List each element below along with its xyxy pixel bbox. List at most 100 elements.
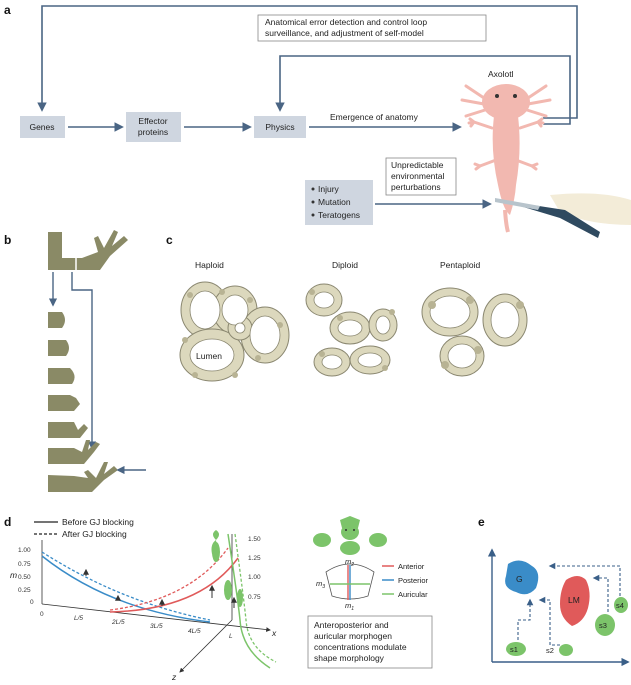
caption-line4: shape morphology	[314, 653, 385, 663]
limb-arrow-2	[71, 272, 97, 450]
posterior-curve-after	[41, 551, 211, 621]
haploid-label: Haploid	[195, 260, 224, 270]
effector-line1: Effector	[138, 116, 167, 126]
y-tick: 0	[30, 599, 34, 606]
head-schematic	[325, 563, 375, 600]
effector-line2: proteins	[138, 127, 168, 137]
perturbation-box	[305, 180, 373, 225]
panel-e: e G LM s1 s2 s3 s4	[478, 515, 630, 667]
z-axis-label: z	[171, 672, 177, 682]
x-tick: 0	[40, 611, 44, 618]
m1-label: m1	[345, 601, 354, 612]
legend-before: Before GJ blocking	[62, 517, 134, 527]
limb-stage	[48, 395, 80, 411]
genes-box	[20, 116, 65, 138]
emergence-label: Emergence of anatomy	[330, 112, 419, 122]
unpredictable-line1: Unpredictable	[391, 160, 444, 170]
axolotl-illustration	[460, 84, 552, 233]
shift-arrows	[83, 568, 237, 608]
unpredictable-line2: environmental	[391, 171, 445, 181]
limb-stage	[48, 368, 75, 384]
limb-stage	[48, 422, 88, 438]
surveillance-line1: Anatomical error detection and control l…	[265, 17, 427, 27]
limb-stage	[48, 440, 100, 464]
posterior-label: Posterior	[398, 576, 429, 585]
y-tick: 0.50	[18, 574, 31, 581]
G-region	[505, 560, 539, 595]
effector-box	[126, 112, 181, 142]
x-tick: 3L/5	[150, 623, 163, 630]
s2-region	[559, 644, 573, 656]
panel-d-letter: d	[4, 515, 11, 529]
s3-region	[595, 614, 615, 636]
auricular-label: Auricular	[398, 590, 428, 599]
G-label: G	[516, 574, 523, 584]
right-tick: 0.75	[248, 594, 261, 601]
y-axis-label: m	[10, 570, 17, 580]
limb-final	[48, 462, 118, 492]
pentaploid-label: Pentaploid	[440, 260, 480, 270]
limb-top	[48, 230, 128, 270]
unpredictable-box	[385, 157, 457, 196]
caption-box	[307, 615, 433, 669]
legend-after: After GJ blocking	[62, 529, 127, 539]
s4-label: s4	[616, 601, 624, 610]
caption-line3: concentrations modulate	[314, 642, 407, 652]
panel-e-letter: e	[478, 515, 485, 529]
unpredictable-line3: perturbations	[391, 182, 441, 192]
perturbation-item: Mutation	[318, 197, 351, 207]
caption-line2: auricular morphogen	[314, 631, 392, 641]
y-tick: 0.75	[18, 561, 31, 568]
x-tick: 2L/5	[111, 619, 125, 626]
perturbation-list: Injury Mutation Teratogens	[311, 184, 360, 220]
m2-label: m2	[345, 557, 354, 568]
anterior-curve-after	[109, 547, 229, 611]
x-tick: 4L/5	[188, 628, 201, 635]
physics-label: Physics	[265, 122, 294, 132]
panel-b-letter: b	[4, 233, 11, 247]
surveillance-line2: surveillance, and adjustment of self-mod…	[265, 28, 424, 38]
y-tick: 1.00	[18, 547, 31, 554]
perturbation-item: Teratogens	[318, 210, 360, 220]
right-tick: 1.00	[248, 574, 261, 581]
perturbation-item: Injury	[318, 184, 340, 194]
right-tick: 1.50	[248, 536, 261, 543]
m3-label: m3	[316, 579, 325, 590]
x-tick: L	[229, 633, 233, 640]
limb-stage	[48, 340, 69, 356]
e-dashed-paths	[517, 562, 621, 646]
outer-feedback-arrow	[37, 5, 578, 119]
LM-region	[560, 576, 590, 626]
physics-box	[254, 116, 306, 138]
right-tick: 1.25	[248, 555, 261, 562]
auricular-curve-after	[234, 533, 277, 663]
panel-a: a Anatomical error detection and control…	[4, 3, 631, 238]
s4-region	[614, 597, 628, 613]
panel-a-letter: a	[4, 3, 11, 17]
LM-label: LM	[568, 595, 580, 605]
s1-label: s1	[510, 645, 518, 654]
genes-label: Genes	[29, 122, 54, 132]
y-tick: 0.25	[18, 587, 31, 594]
anterior-label: Anterior	[398, 562, 425, 571]
panel-b: b	[4, 230, 146, 492]
s3-label: s3	[599, 621, 607, 630]
morphology-heads	[313, 516, 387, 555]
x-tick: L/5	[74, 615, 83, 622]
caption-line1: Anteroposterior and	[314, 620, 389, 630]
axolotl-label: Axolotl	[488, 69, 514, 79]
anterior-curve-before	[109, 557, 239, 613]
panel-d: d Before GJ blocking After GJ blocking m…	[4, 515, 433, 682]
s1-region	[506, 642, 526, 656]
posterior-curve-before	[41, 555, 211, 623]
panel-c: c Haploid Diploid Pentaploid	[166, 233, 528, 382]
head-shapes	[211, 530, 243, 607]
inner-feedback-arrow	[275, 55, 571, 125]
auricular-curve-before	[227, 533, 271, 669]
surveillance-box	[257, 14, 487, 42]
lumen-label: Lumen	[196, 351, 222, 361]
scalpel-illustration	[495, 193, 631, 238]
s2-label: s2	[546, 646, 554, 655]
limb-stage	[48, 312, 65, 328]
